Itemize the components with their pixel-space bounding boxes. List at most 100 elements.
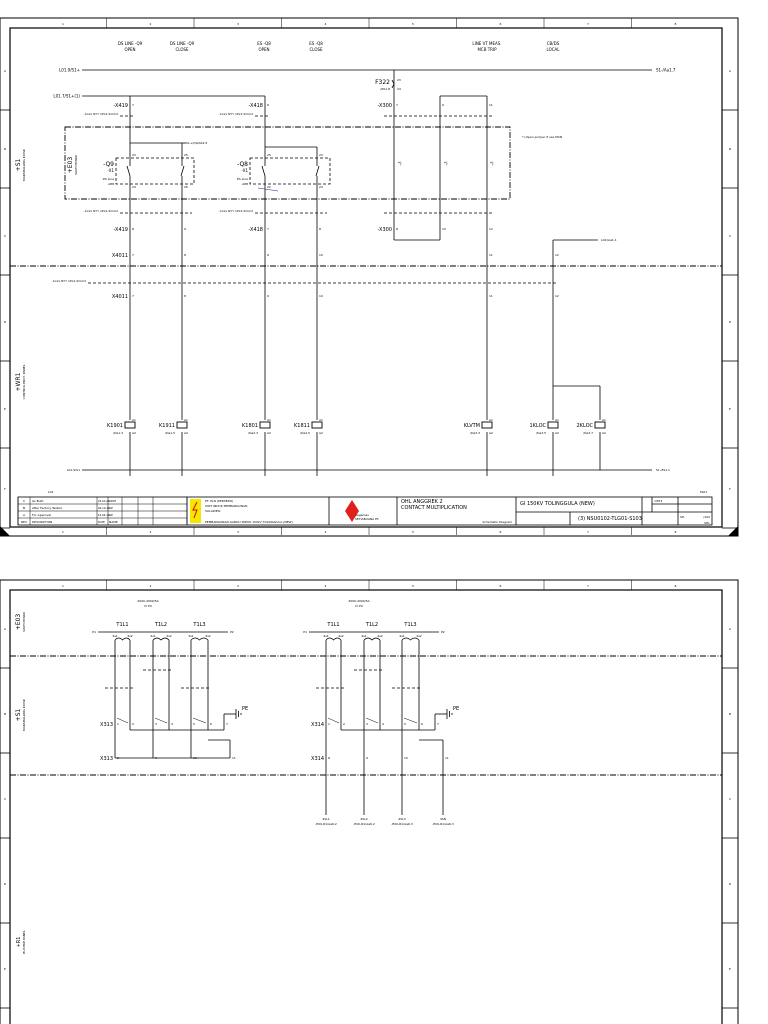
switchyard-area: +E03 SWITCHYARD -Q9 -X1 DS Line A88 23 2…: [64, 126, 562, 200]
terminal-number: 7: [132, 294, 134, 298]
relay-coil-icon: [311, 421, 323, 429]
sheet-label: SH.: [680, 515, 685, 519]
column-number: 3: [237, 22, 239, 26]
pln-logo: [190, 499, 201, 523]
terminal-number: 10: [404, 756, 408, 760]
column-number: 1: [62, 22, 64, 26]
terminal-number: 8: [184, 253, 186, 257]
ct-winding-icon: [325, 637, 342, 641]
cable-label: -Cxxx NYY 1Px1.5mm2: [219, 112, 253, 116]
cable-label: -Cxxx NYY 1Px1.5mm2: [84, 209, 118, 213]
drawing-number: (3) NSU0102-TLG01-S103: [578, 516, 642, 522]
cable-label: -Cxxx NYY 1Px1.5mm2: [84, 112, 118, 116]
column-number: 7: [587, 530, 589, 534]
ref-label: L01.9/S1: [67, 468, 80, 472]
terminal-x4011: X4011: [112, 253, 128, 259]
ct-phase-label: T1L1: [115, 622, 128, 628]
ct-p1: P1: [92, 630, 96, 634]
row-letter: D: [4, 320, 7, 324]
next-page-link[interactable]: Fa01: [700, 490, 707, 494]
output-wire: 4SL2: [360, 817, 367, 821]
contact-number: 23: [319, 153, 323, 157]
column-number: 2: [150, 530, 152, 534]
terminal-label: X314: [311, 756, 324, 762]
ct-p1: P1: [303, 630, 307, 634]
ct-tap: 3s1: [112, 634, 117, 638]
q9-label: -Q9: [103, 161, 114, 168]
mcb-ref: /Z01.8: [380, 87, 390, 91]
row-letter: D: [4, 882, 7, 886]
coil-name: K1811: [294, 423, 310, 429]
terminal-number: 10: [319, 253, 323, 257]
area-label: +E03: [67, 157, 74, 174]
terminal-number: 7: [132, 103, 134, 107]
terminal-number: 6: [421, 722, 423, 726]
coil-terminal: A2: [132, 431, 136, 435]
ct-rating: 2000-4000/5A: [137, 599, 159, 603]
terminal-number: 11: [489, 103, 493, 107]
row-letter: A: [4, 69, 7, 73]
header-vt-trip: LINE VT MEAS.: [472, 41, 501, 46]
column-number: 4: [325, 584, 327, 588]
header-es-open: ES -Q8: [257, 41, 271, 46]
terminal-number: 7: [396, 103, 398, 107]
coil-terminal: A2: [184, 431, 188, 435]
coil-name: KLVTM: [464, 423, 480, 429]
coil-name: 1KLOC: [530, 423, 547, 429]
jumper-mark: *): [490, 161, 494, 166]
coil-terminal: A2: [555, 431, 559, 435]
row-letter: A: [729, 627, 732, 631]
area-name: BUSTRIP PANEL: [22, 930, 26, 954]
terminal-label: X314: [311, 722, 324, 728]
header-sub: CLOSE: [309, 47, 323, 52]
coil-ref: /Da3.3: [470, 431, 480, 435]
sheet-1-outer-frame: [0, 17, 739, 537]
terminal-number: 7: [267, 227, 269, 231]
terminal-x419: -X419: [113, 227, 128, 233]
coil-name: K1911: [159, 423, 175, 429]
ct-winding-icon: [190, 637, 209, 641]
row-letter: A: [4, 627, 7, 631]
ct-winding-icon: [363, 637, 381, 641]
ct-winding-icon: [401, 637, 420, 641]
device-desc: A88: [108, 182, 114, 186]
row-letter: A: [729, 69, 732, 73]
contact-symbol: [261, 165, 266, 177]
header-sub: OPEN: [258, 47, 269, 52]
terminal-number: 9: [267, 294, 269, 298]
relay-coil-icon: [176, 421, 188, 429]
ct-p2: P2: [230, 630, 234, 634]
device-desc: A88: [242, 182, 248, 186]
terminal-number: 7: [132, 253, 134, 257]
sheet-number: /102: [703, 515, 710, 519]
coil-ref: /Da1.5: [165, 431, 175, 435]
terminal-number: 9: [267, 253, 269, 257]
area-label: +WR1: [15, 372, 22, 391]
ct-phase-label: T1L3: [192, 622, 205, 628]
terminal-label: X313: [100, 722, 113, 728]
revision-code: REV: [21, 520, 28, 524]
jumper-mark: *): [444, 161, 448, 166]
sheet-2-outer-frame: [0, 579, 739, 1024]
relay-coil-icon: [547, 421, 559, 429]
column-number: 8: [675, 22, 677, 26]
column-number: 2: [150, 22, 152, 26]
ground-icon: [446, 709, 453, 719]
prev-page-link[interactable]: L01: [48, 490, 54, 494]
terminal-number: 10: [193, 756, 197, 760]
coil-terminal: A1: [489, 418, 493, 422]
ref-label: S1-/Aa1.7: [656, 68, 676, 73]
coil-ref: /Da2.3: [248, 431, 258, 435]
relay-coil-icon: [259, 421, 271, 429]
column-number: 7: [587, 584, 589, 588]
area-name: MARSHALLING KIOSK: [22, 698, 26, 731]
terminal-number: 9: [184, 227, 186, 231]
column-number: 8: [675, 584, 677, 588]
terminal-number: 6: [267, 103, 269, 107]
row-letter: C: [729, 797, 731, 801]
substation-name: GI 150KV TOLINGGULA (NEW): [520, 501, 595, 507]
